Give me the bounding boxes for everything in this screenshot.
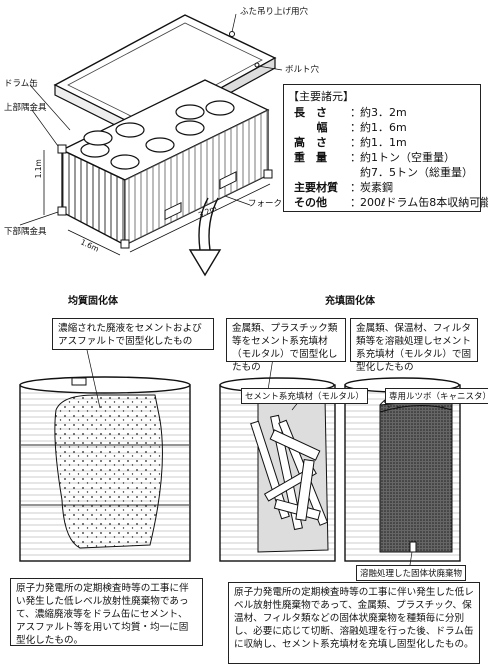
mortar-label: セメント系充填材（モルタル）	[241, 388, 368, 404]
leader-lines	[19, 13, 283, 226]
filled-drum-melt	[344, 377, 461, 562]
drum-label: ドラム缶	[4, 79, 38, 89]
homogeneous-drum	[19, 376, 191, 562]
dimension-lines	[43, 150, 271, 256]
spec-row-height: 高 さ：約1．1m	[294, 136, 407, 149]
homogeneous-description: 原子力発電所の定期検査時等の工事に伴い発生した低レベル放射性廃棄物であって、濃縮…	[10, 578, 203, 646]
spec-row-weight-total: 約7．5トン（総重量）	[360, 166, 473, 179]
filled-heading: 充填固化体	[325, 296, 375, 307]
filled-callout-left: 金属類、プラスチック類等をセメント系充填材（モルタル）で固型化したもの	[226, 318, 346, 373]
spec-row-length: 長 さ：約3．2m	[294, 106, 407, 119]
down-arrow	[188, 197, 222, 277]
spec-row-width: 幅：約1．6m	[316, 121, 407, 134]
bolt-hole-label: ボルト穴	[285, 65, 320, 75]
crucible-label: 専用ルツボ（キャニスタ）	[385, 388, 488, 404]
filled-description: 原子力発電所の定期検査時等の工事に伴い発生した低レベル放射性廃棄物であって、金属…	[228, 582, 480, 664]
filled-drum-mortar	[219, 377, 336, 562]
filled-callout-right: 金属類、保温材、フィルタ類等を溶融処理しセメント系充填材（モルタル）で固型化した…	[350, 318, 478, 373]
drums-in-container	[80, 100, 235, 170]
spec-title: 【主要諸元】	[288, 90, 354, 103]
homogeneous-heading: 均質固化体	[68, 296, 118, 307]
spec-row-other: その他：200ℓドラム缶8本収納可能	[294, 196, 488, 209]
lower-fitting-label: 下部隅金具	[4, 227, 47, 237]
spec-box: 【主要諸元】 長 さ：約3．2m 幅：約1．6m 高 さ：約1．1m 重 量：約…	[283, 84, 488, 212]
homogeneous-callout: 濃縮された廃液をセメントおよびアスファルトで固型化したもの	[52, 318, 214, 350]
lid-lift-hole-label: ふた吊り上げ用穴	[240, 7, 309, 17]
height-dimension: 1.1m	[33, 159, 43, 179]
spec-row-weight: 重 量：約1トン（空重量）	[294, 151, 455, 164]
melt-label: 溶融処理した固体状廃棄物	[356, 565, 467, 581]
upper-fitting-label: 上部隅金具	[4, 103, 47, 113]
spec-row-material: 主要材質：炭素鋼	[294, 181, 393, 194]
